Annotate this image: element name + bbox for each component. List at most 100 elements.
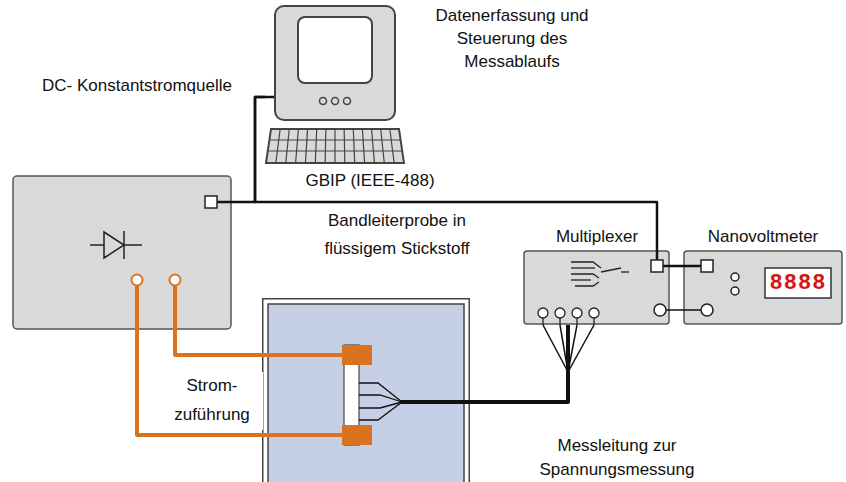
polyline-stroke: [359, 383, 402, 402]
connector-label: GBIP (IEEE-488): [302, 171, 437, 191]
polyline-stroke: [571, 274, 599, 278]
rect-stroke: [524, 251, 669, 324]
line-stroke: [315, 129, 316, 163]
circle-stroke: [555, 308, 565, 318]
line-stroke: [325, 129, 327, 163]
polyline-stroke: [571, 262, 601, 268]
rect-stroke: [342, 345, 372, 365]
line-stroke: [286, 129, 290, 163]
connector-label: Strom- zuführung: [161, 372, 263, 430]
line-stroke: [344, 129, 346, 163]
rect-stroke: [298, 17, 372, 83]
rect-stroke: [13, 176, 231, 329]
circle-stroke: [654, 304, 666, 316]
polyline-stroke: [571, 267, 595, 268]
line-stroke: [372, 129, 375, 163]
node-heading: DC- Konstantstromquelle: [42, 72, 232, 101]
line-stroke: [173, 285, 177, 330]
connector: [670, 265, 683, 268]
line-stroke: [601, 268, 621, 272]
line-stroke: [135, 285, 139, 330]
line-stroke: [217, 201, 232, 204]
line-stroke: [621, 271, 629, 272]
computer-node: Datenerfassung und Steuerung des Messabl…: [265, 5, 405, 165]
line-stroke: [542, 318, 543, 325]
circle-stroke: [589, 308, 599, 318]
polygon-stroke: [266, 129, 404, 163]
line-stroke: [543, 325, 568, 372]
rect-stroke: [765, 268, 831, 298]
connector: [470, 325, 568, 402]
line-stroke: [683, 309, 701, 311]
polyline-stroke: [359, 395, 402, 402]
connector: [670, 309, 683, 311]
line-stroke: [265, 96, 275, 99]
keyboard-keys: [268, 129, 402, 163]
line-stroke: [296, 129, 299, 163]
circle-stroke: [701, 304, 713, 316]
polyline-stroke: [571, 279, 591, 280]
connector: [175, 330, 262, 355]
circle-stroke: [731, 273, 739, 281]
g-stroke: [359, 383, 402, 420]
circle-stroke: [538, 308, 548, 318]
line-stroke: [593, 318, 594, 325]
connector: [232, 97, 265, 202]
multiplexer-node: Multiplexer: [523, 250, 670, 325]
circle-stroke: [320, 98, 327, 105]
circle-stroke: [132, 275, 143, 286]
line-stroke: [362, 129, 364, 163]
polyline-stroke: [575, 282, 599, 286]
rect-stroke: [701, 260, 713, 272]
connector-label: Messleitung zur Spannungsmessung: [514, 434, 720, 482]
rect-stroke: [684, 251, 842, 324]
connector: [137, 330, 262, 435]
display-digits: 8888: [770, 271, 827, 296]
node-heading: Nanovoltmeter: [683, 226, 843, 248]
rect-stroke: [205, 196, 217, 208]
current-source-node: DC- Konstantstromquelle: [12, 175, 232, 330]
rect-stroke: [651, 260, 663, 272]
line-stroke: [381, 129, 385, 163]
line-stroke: [305, 129, 307, 163]
nanovoltmeter-node: Nanovoltmeter8888: [683, 250, 843, 325]
computer-icon: [265, 5, 405, 165]
circle-stroke: [731, 287, 739, 295]
node-heading: Bandleiterprobe in flüssigem Stickstoff: [322, 207, 472, 263]
rect-stroke: [275, 6, 395, 120]
line-stroke: [559, 318, 560, 325]
line-stroke: [123, 231, 125, 259]
line-stroke: [276, 129, 280, 163]
line-stroke: [353, 129, 354, 163]
line-stroke: [568, 325, 594, 372]
circle-stroke: [170, 275, 181, 286]
line-stroke: [656, 250, 659, 260]
line-stroke: [268, 150, 402, 151]
g-stroke: [538, 308, 599, 325]
sample-dewar-node: Bandleiterprobe in flüssigem Stickstoff: [262, 298, 470, 482]
multiplexer-box: [523, 250, 670, 325]
node-heading: Multiplexer: [527, 226, 667, 248]
line-stroke: [401, 400, 470, 404]
nitrogen-dewar: [262, 298, 470, 482]
rect-stroke: [268, 304, 464, 482]
circle-stroke: [572, 308, 582, 318]
circle-stroke: [332, 98, 339, 105]
polyline-stroke: [359, 402, 402, 420]
line-stroke: [576, 318, 577, 325]
line-stroke: [269, 139, 400, 140]
polygon-stroke: [104, 232, 124, 258]
line-stroke: [683, 265, 701, 268]
line-stroke: [262, 433, 346, 437]
switch-icon: [571, 262, 629, 286]
circle-stroke: [344, 98, 351, 105]
line-stroke: [334, 129, 335, 163]
line-stroke: [663, 265, 670, 268]
node-heading: Datenerfassung und Steuerung des Messabl…: [432, 5, 592, 74]
line-stroke: [262, 353, 346, 357]
line-stroke: [390, 129, 394, 163]
current-source-box: [12, 175, 232, 330]
rect-stroke: [342, 425, 372, 445]
